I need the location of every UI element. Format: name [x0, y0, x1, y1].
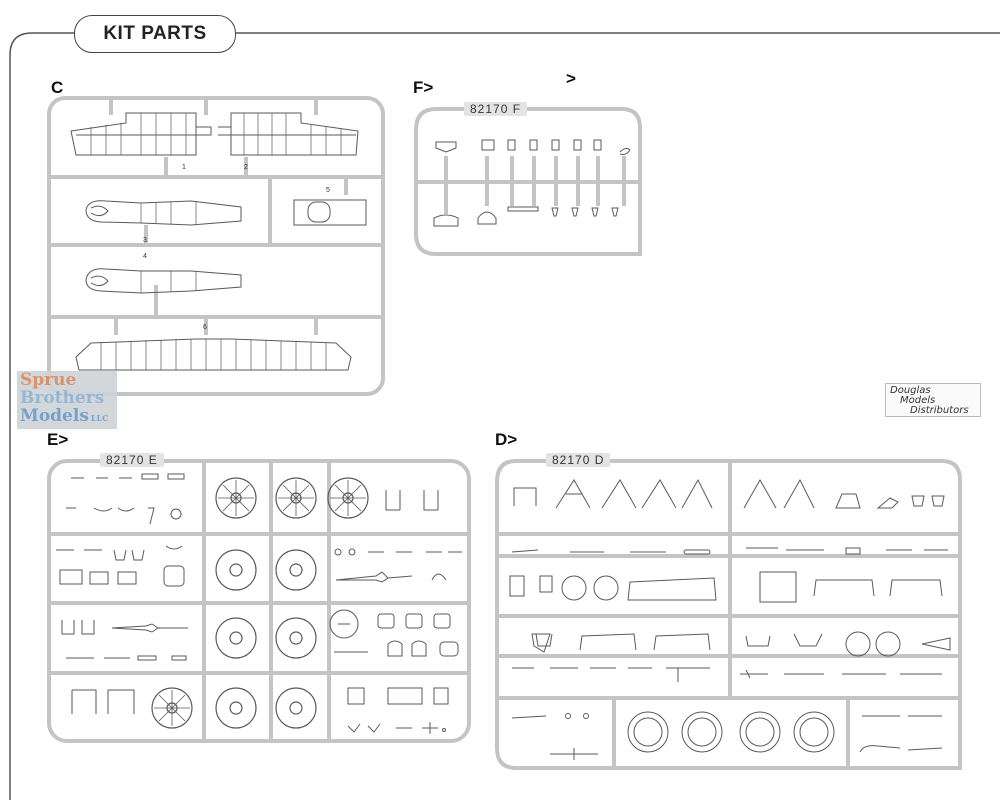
sprue-f-code: 82170 F	[464, 102, 528, 116]
sprue-f	[414, 107, 642, 256]
sprue-f-extra-mark: >	[566, 69, 576, 88]
kit-parts-title: KIT PARTS	[74, 15, 236, 53]
part-number-c6: 6	[203, 324, 207, 331]
distributor-logo: Douglas Models Distributors	[885, 383, 981, 417]
part-number-c4: 4	[143, 253, 147, 260]
watermark-line-1: Sprue	[20, 370, 77, 390]
distributor-logo-line-3: Distributors	[910, 405, 969, 416]
part-number-c1: 1	[182, 164, 186, 171]
sprue-d-code: 82170 D	[546, 453, 611, 467]
part-number-c2: 2	[244, 164, 248, 171]
sprue-e-code: 82170 E	[100, 453, 164, 467]
sprue-d-label: D>	[495, 430, 518, 449]
part-number-c3: 3	[143, 237, 147, 244]
sprue-e	[47, 459, 471, 743]
watermark-line-2: Brothers	[20, 388, 105, 408]
sprue-d	[495, 459, 962, 770]
sprue-c-label: C	[51, 78, 64, 97]
watermark-suffix: LLC	[90, 413, 109, 423]
sprue-e-label: E>	[47, 430, 69, 449]
sprue-f-label: F>	[413, 78, 434, 97]
part-number-c5: 5	[326, 187, 330, 194]
distributor-logo-line-1: Douglas	[890, 385, 931, 396]
sprue-c: 1 2 3 4 5 6	[47, 96, 385, 396]
distributor-logo-line-2: Models	[900, 395, 936, 406]
watermark-line-3-text: Models	[20, 406, 89, 426]
